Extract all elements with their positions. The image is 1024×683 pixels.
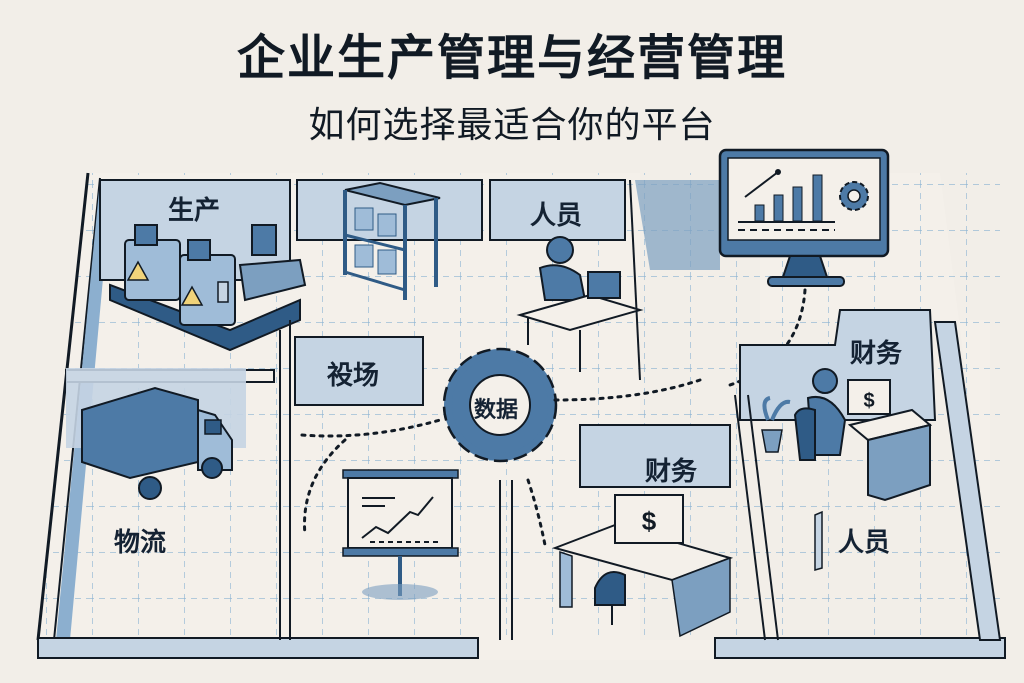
office-worker-icon	[516, 236, 644, 372]
zone-label-production: 生产	[168, 196, 221, 226]
zone-personnel-top	[489, 179, 720, 381]
zone-label-logistics: 物流	[114, 528, 167, 558]
zone-production	[99, 179, 483, 352]
zone-label-data-hub: 数据	[474, 398, 519, 423]
dollar-sign: $	[863, 390, 874, 412]
presentation-board-icon	[342, 469, 459, 600]
page-subtitle: 如何选择最适合你的平台	[308, 105, 716, 146]
zone-label-personnel-bottom: 人员	[838, 528, 891, 558]
analytics-monitor-icon	[718, 148, 890, 287]
zone-finance-center: $	[499, 424, 734, 640]
zone-label-finance-center: 财务	[645, 457, 698, 487]
zone-logistics	[65, 368, 275, 500]
zone-label-finance-right: 财务	[850, 339, 903, 369]
zone-label-personnel-top: 人员	[530, 201, 583, 231]
zone-market	[279, 320, 459, 640]
dollar-sign: $	[642, 506, 657, 536]
page-title: 企业生产管理与经营管理	[236, 30, 787, 86]
machine-icon	[109, 224, 307, 352]
zone-finance-right: $	[734, 309, 937, 641]
gear-icon	[442, 347, 558, 463]
finance-desk-icon: $	[551, 494, 734, 638]
truck-icon	[81, 386, 233, 500]
shelf-icon	[343, 181, 441, 300]
zone-label-market: 祋场	[327, 361, 380, 391]
finance-worker-icon: $	[761, 368, 933, 502]
